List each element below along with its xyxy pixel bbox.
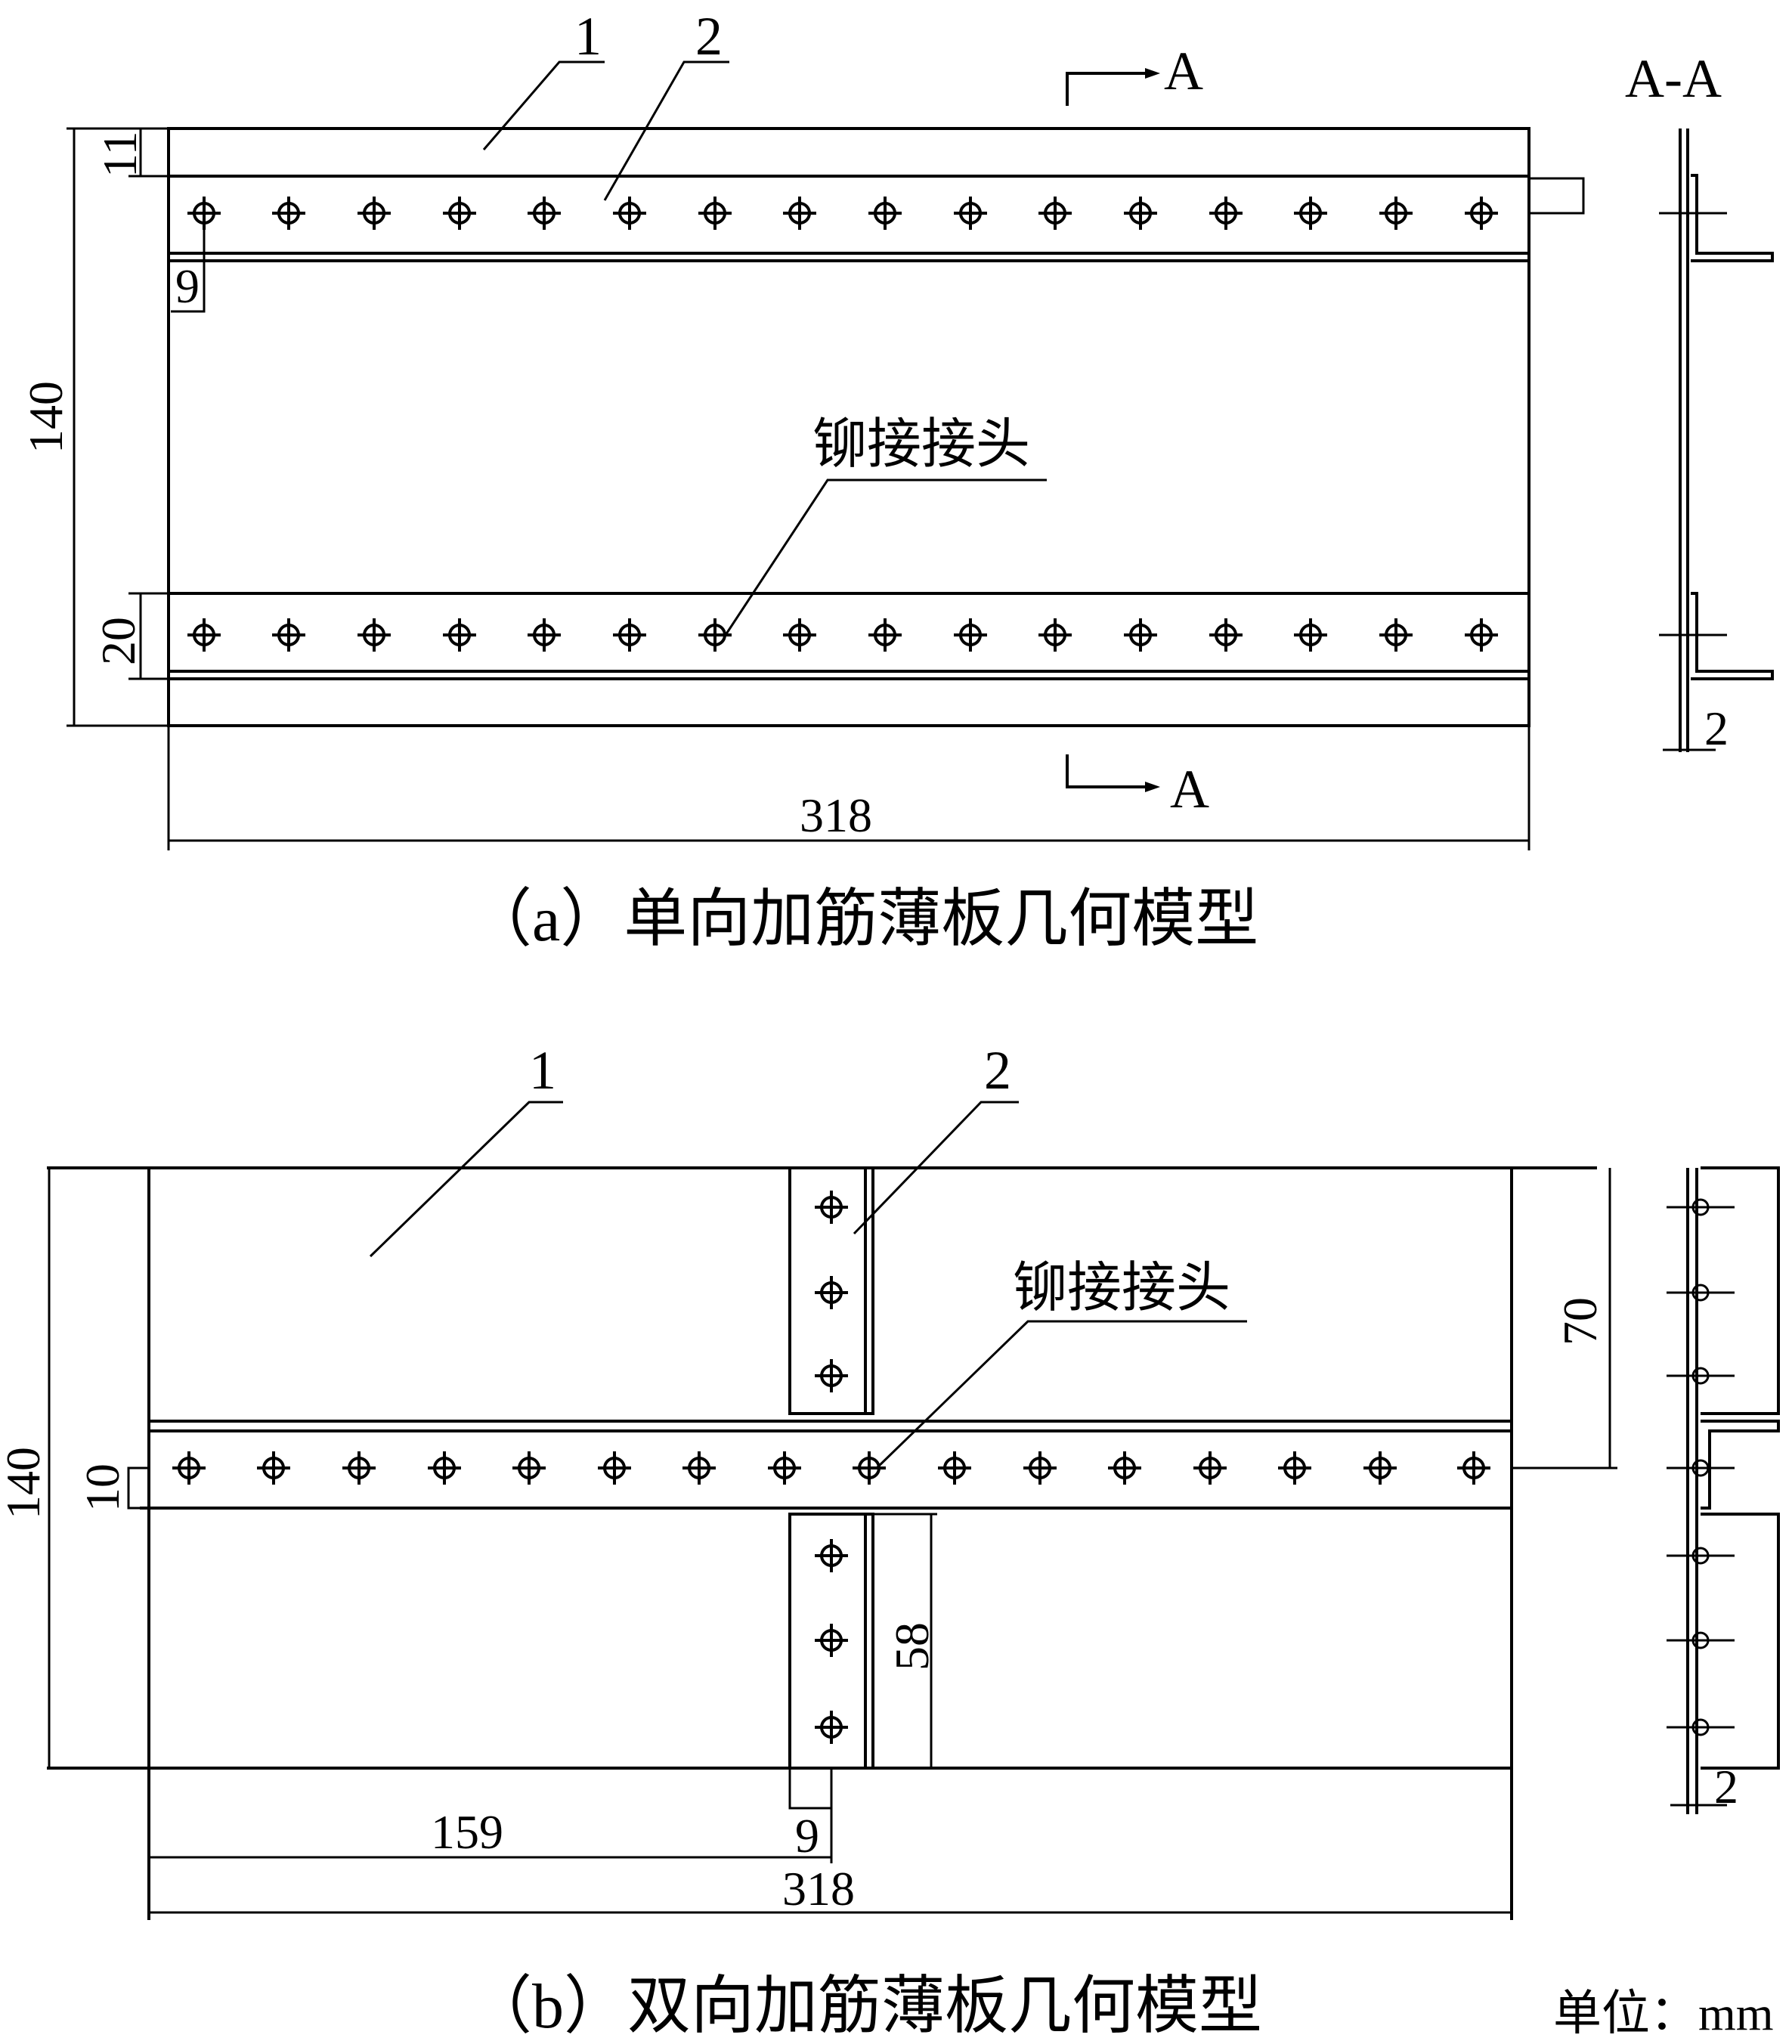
leader-stiffener (603, 60, 729, 201)
rivet (341, 1450, 377, 1486)
rivet (426, 1450, 463, 1486)
rivet (1106, 1450, 1143, 1486)
caption-a: （a）单向加筋薄板几何模型 (469, 884, 1258, 955)
section-rivet-head (1691, 1547, 1710, 1565)
dim-10-line (127, 1466, 149, 1510)
section-stiffener-top (1691, 174, 1774, 262)
dim-half-width: 159 (431, 1805, 503, 1859)
dim-top-offset: 11 (93, 131, 147, 178)
rivet (851, 1450, 887, 1486)
rivet-row-horizontal (171, 1450, 1492, 1486)
rivet-joint-label-b: 铆接接头 (1013, 1258, 1230, 1318)
section-rivet-head (1691, 1459, 1710, 1477)
leader-plate-b (369, 1101, 563, 1258)
rivet-joint-label: 铆接接头 (812, 414, 1030, 475)
dim-9-line (171, 215, 206, 313)
dim-thickness-a: 2 (1704, 701, 1729, 755)
section-title: A-A (1625, 48, 1722, 109)
leader-plate (482, 60, 605, 150)
section-b-flange (1701, 1420, 1780, 1510)
dim-rivet-edge-a: 9 (175, 259, 200, 313)
dim-width-a: 318 (800, 788, 872, 842)
plate-outline (167, 127, 1530, 727)
rivet (1362, 1450, 1398, 1486)
dim-height-a: 140 (19, 381, 73, 454)
dim-stiffener-width-b: 10 (76, 1463, 129, 1512)
rivet (766, 1450, 803, 1486)
section-rivet-head (1691, 1631, 1710, 1649)
section-mark-bottom-line (1066, 754, 1145, 788)
rivet-joint-leader-b (875, 1320, 1247, 1470)
dim-thickness-b: 2 (1714, 1760, 1738, 1813)
section-b-rivets (1667, 1198, 1735, 1736)
dim-height-b: 140 (0, 1447, 50, 1519)
label-stiffener: 2 (695, 6, 723, 67)
section-arrow-top (1145, 68, 1160, 79)
rivet (1456, 1450, 1492, 1486)
caption-b: （b）双向加筋薄板几何模型 (469, 1971, 1262, 2042)
section-mark-bottom: A (1170, 759, 1209, 819)
rivet (1277, 1450, 1313, 1486)
dim-vertical-stiffener: 58 (885, 1622, 939, 1671)
rivet (1022, 1450, 1058, 1486)
section-b-stiffener-bottom (1701, 1513, 1780, 1770)
rivet (936, 1450, 973, 1486)
panel-a: 1 2 A A 铆接接头 140 11 9 20 3 (19, 6, 1774, 955)
section-mark-top: A (1164, 41, 1203, 101)
rivet (681, 1450, 717, 1486)
section-rivet-head (1691, 1284, 1710, 1302)
rivet (1192, 1450, 1228, 1486)
section-rivet-head (1691, 1367, 1710, 1385)
leader-stiffener-b (853, 1101, 1019, 1235)
dim-right-ext (1529, 177, 1585, 215)
unit-note: 单位：mm (1553, 1987, 1774, 2040)
section-b-stiffener-top (1701, 1166, 1780, 1415)
panel-b: 1 2 铆接接头 140 10 70 58 9 159 318 (0, 1040, 1780, 2042)
section-mark-top-line (1066, 72, 1145, 106)
rivet-joint-leader (724, 478, 1047, 636)
rivet (511, 1450, 547, 1486)
label-plate: 1 (574, 6, 602, 67)
section-rivet-head (1691, 1718, 1710, 1736)
rivet (596, 1450, 633, 1486)
rivet (255, 1450, 292, 1486)
label-plate-b: 1 (529, 1040, 556, 1101)
dim-half-height: 70 (1553, 1297, 1607, 1346)
dim-width-b: 318 (782, 1862, 855, 1915)
dim-rivet-edge-b: 9 (795, 1809, 819, 1863)
section-rivet-head (1691, 1198, 1710, 1216)
section-arrow-bottom (1145, 782, 1160, 792)
section-stiffener-bottom (1691, 592, 1774, 680)
dim-stiffener-width-a: 20 (91, 617, 145, 665)
dim-9b-line (788, 1768, 833, 1810)
label-stiffener-b: 2 (984, 1040, 1011, 1101)
rivet (171, 1450, 207, 1486)
